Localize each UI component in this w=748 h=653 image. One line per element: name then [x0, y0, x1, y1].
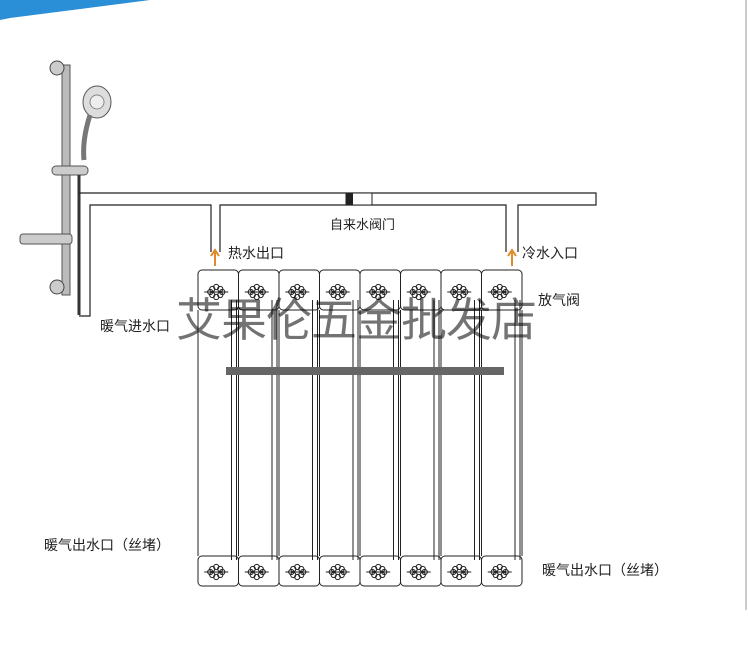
- shower-set-image: [19, 60, 112, 315]
- hot-outlet-arrow-icon: [210, 248, 220, 266]
- cold-inlet-arrow-icon: [507, 248, 517, 266]
- top-banner: [0, 0, 150, 20]
- label-valve: 自来水阀门: [330, 218, 396, 233]
- label-heating-outlet-left: 暖气出水口（丝堵）: [44, 538, 170, 554]
- watermark: 艾果伦五金批发店: [176, 293, 537, 347]
- radiator-bar: [226, 367, 504, 375]
- label-hot-outlet: 热水出口: [228, 246, 284, 262]
- label-heating-inlet: 暖气进水口: [100, 319, 170, 335]
- label-air-vent: 放气阀: [538, 293, 580, 309]
- label-cold-inlet: 冷水入口: [522, 246, 578, 262]
- label-heating-outlet-right: 暖气出水口（丝堵）: [542, 563, 668, 579]
- radiator: [197, 269, 523, 587]
